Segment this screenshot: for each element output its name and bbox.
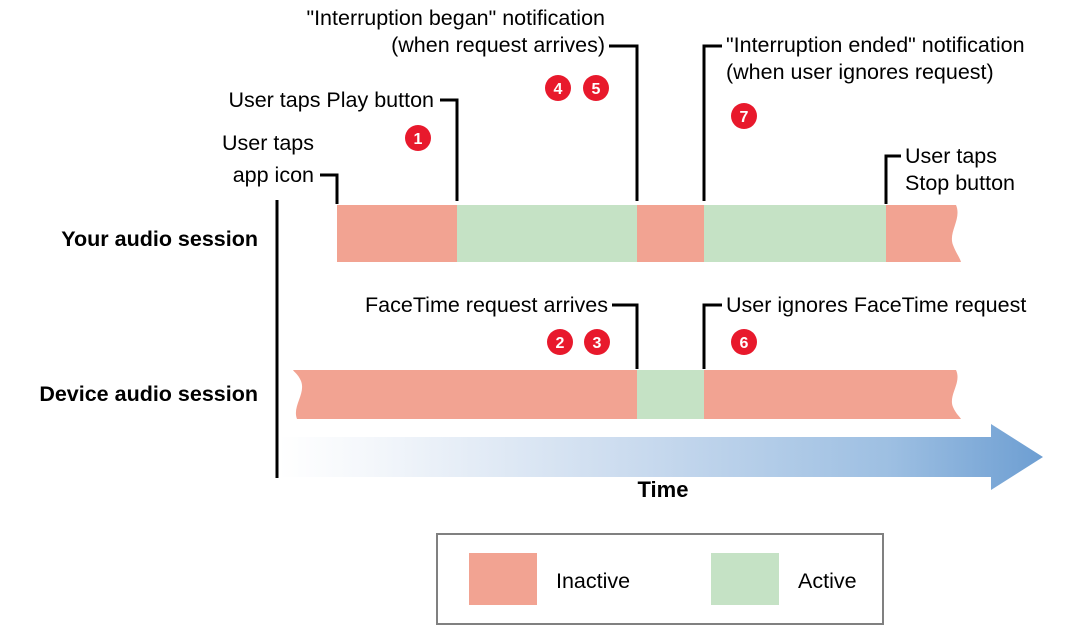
annotation-facetime-label: FaceTime request arrives <box>365 293 608 317</box>
badge-7-label: 7 <box>740 109 749 126</box>
leader-line-interruption-ended <box>702 44 722 201</box>
time-axis-label: Time <box>638 477 689 502</box>
badge-5: 5 <box>583 75 609 101</box>
legend-swatch-inactive <box>469 553 537 605</box>
legend-label-inactive: Inactive <box>556 569 630 593</box>
badge-2-circle <box>547 329 573 355</box>
badge-1: 1 <box>405 125 431 151</box>
time-arrow-shape <box>279 424 1043 490</box>
leader-line-app-icon <box>320 173 339 204</box>
badge-5-label: 5 <box>592 81 601 98</box>
row-label-your-audio-session: Your audio session <box>61 227 258 251</box>
legend-box <box>436 533 884 625</box>
segment-active-1 <box>457 205 637 262</box>
badge-5-circle <box>583 75 609 101</box>
badge-7: 7 <box>731 103 757 129</box>
badge-3-circle <box>584 329 610 355</box>
segment-device-inactive-1-torn-left <box>293 370 637 419</box>
legend: Inactive Active <box>436 533 884 625</box>
badge-4-circle <box>545 75 571 101</box>
badge-6: 6 <box>731 329 757 355</box>
leader-line-stop-button <box>884 154 901 204</box>
badge-2: 2 <box>547 329 573 355</box>
timeline-device-audio-session <box>293 370 961 419</box>
annotation-ignores-label: User ignores FaceTime request <box>726 293 1026 317</box>
badge-6-circle <box>731 329 757 355</box>
badge-3-label: 3 <box>593 335 602 352</box>
badge-6-label: 6 <box>740 335 749 352</box>
annotation-interruption-ended: "Interruption ended" notification (when … <box>702 33 1025 201</box>
segment-inactive-1 <box>337 205 457 262</box>
annotation-interruption-ended-line2: (when user ignores request) <box>726 60 994 84</box>
segment-device-active-1 <box>637 370 704 419</box>
annotation-play-button-label: User taps Play button <box>228 88 434 112</box>
annotation-interruption-began-line2: (when request arrives) <box>391 33 605 57</box>
annotation-user-taps-stop-button: User taps Stop button <box>884 144 1015 204</box>
legend-swatch-active <box>711 553 779 605</box>
legend-item-inactive: Inactive <box>469 553 630 605</box>
badge-4: 4 <box>545 75 571 101</box>
leader-line-interruption-began <box>609 44 639 201</box>
annotation-interruption-began-line1: "Interruption began" notification <box>306 6 605 30</box>
row-label-device-audio-session: Device audio session <box>39 382 258 406</box>
leader-line-play-button <box>440 98 459 201</box>
annotation-interruption-ended-line1: "Interruption ended" notification <box>726 33 1025 57</box>
legend-label-active: Active <box>798 569 857 593</box>
badge-1-circle <box>405 125 431 151</box>
badge-1-label: 1 <box>414 131 423 148</box>
badge-2-label: 2 <box>556 335 565 352</box>
legend-item-active: Active <box>711 553 857 605</box>
segment-inactive-2 <box>637 205 704 262</box>
annotation-facetime-request-arrives: FaceTime request arrives 2 3 <box>365 293 639 369</box>
segment-device-inactive-2-torn-right <box>704 370 961 419</box>
leader-line-facetime <box>612 303 639 369</box>
annotation-interruption-began: "Interruption began" notification (when … <box>306 6 639 201</box>
annotation-stop-button-line2: Stop button <box>905 171 1015 195</box>
annotation-app-icon-line1: User taps <box>222 131 314 155</box>
timeline-your-audio-session <box>337 205 961 262</box>
annotation-user-taps-app-icon: User taps app icon <box>222 131 339 204</box>
badge-4-label: 4 <box>554 81 563 98</box>
badge-3: 3 <box>584 329 610 355</box>
annotation-user-ignores-facetime: User ignores FaceTime request 6 <box>702 293 1026 369</box>
segment-inactive-3-torn-right <box>886 205 961 262</box>
annotation-user-taps-play-button: User taps Play button 1 <box>228 88 459 201</box>
time-axis-arrow <box>279 424 1043 490</box>
leader-line-ignores <box>702 303 722 369</box>
badge-7-circle <box>731 103 757 129</box>
annotation-app-icon-line2: app icon <box>233 163 314 187</box>
annotation-stop-button-line1: User taps <box>905 144 997 168</box>
segment-active-2 <box>704 205 886 262</box>
